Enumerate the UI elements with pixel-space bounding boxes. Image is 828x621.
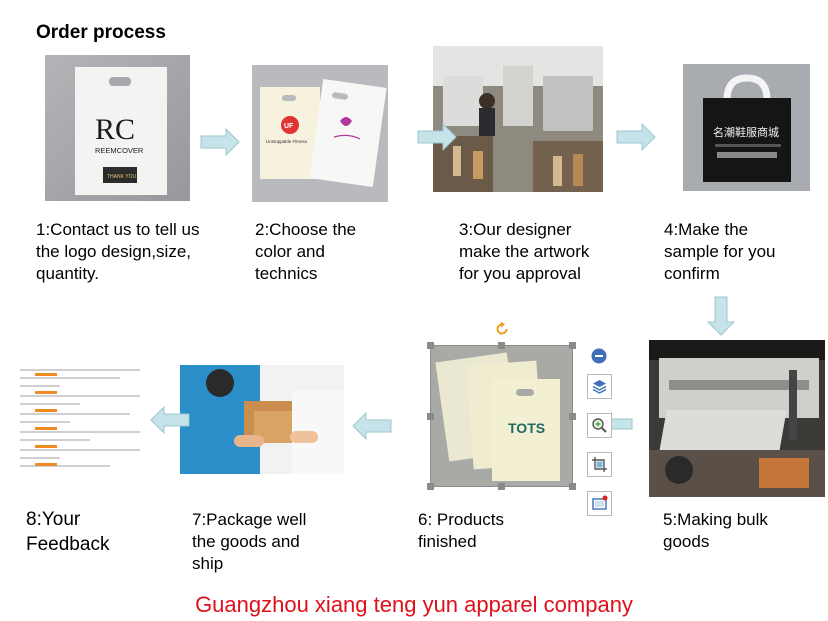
arrow-right-3 <box>616 123 656 151</box>
company-name: Guangzhou xiang teng yun apparel company <box>195 592 633 617</box>
step-3-image <box>433 46 603 192</box>
bag-sub-text: REEMCOVER <box>95 146 144 155</box>
screen-icon <box>592 495 608 510</box>
arrow-left-2 <box>352 412 392 440</box>
step-5-image <box>649 340 825 497</box>
bag2-logo-text: UF <box>284 123 294 130</box>
step-2-image: UF Unstoppable Fitness <box>252 65 388 202</box>
bag-brand-text: RC <box>95 113 135 146</box>
step-6-image: TOTS <box>430 345 573 487</box>
step-4-image: 名潮鞋服商城 <box>683 64 810 191</box>
page-title: Order process <box>36 22 166 43</box>
bag-logo-image: RC REEMCOVER THANK YOU <box>45 55 190 201</box>
crop-icon <box>592 457 607 472</box>
step-8-label: 8:Your Feedback <box>26 509 110 555</box>
bag-tag-text: THANK YOU <box>107 174 136 180</box>
crop-button[interactable] <box>587 452 612 477</box>
zoom-icon <box>592 418 607 433</box>
step-3-label: 3:Our designer make the artwork for you … <box>459 220 590 283</box>
zoom-button[interactable] <box>587 413 612 438</box>
bag2-text: Unstoppable Fitness <box>266 139 308 144</box>
step-2-label: 2:Choose the color and technics <box>255 220 357 283</box>
step-1-label: 1:Contact us to tell us the logo design,… <box>36 220 200 283</box>
step-5-label: 5:Making bulk goods <box>663 510 768 551</box>
arrow-right-1 <box>200 128 240 156</box>
bag4-text: 名潮鞋服商城 <box>713 125 779 139</box>
layers-button[interactable] <box>587 374 612 399</box>
step-8-image <box>15 365 145 475</box>
rotate-handle-icon[interactable] <box>494 321 510 337</box>
step-7-label: 7:Package well the goods and ship <box>192 510 307 573</box>
arrow-left-3 <box>150 406 190 434</box>
step-6-label: 6: Products finished <box>418 510 504 551</box>
step-1-image: RC REEMCOVER THANK YOU <box>45 55 190 201</box>
bag6-text: TOTS <box>508 420 545 436</box>
step-7-image <box>180 365 344 474</box>
step-4-label: 4:Make the sample for you confirm <box>664 220 776 283</box>
minus-circle-icon[interactable] <box>591 348 607 364</box>
layers-icon <box>592 380 607 394</box>
arrow-down <box>707 296 735 336</box>
screen-button[interactable] <box>587 491 612 516</box>
arrow-right-2 <box>417 123 457 151</box>
